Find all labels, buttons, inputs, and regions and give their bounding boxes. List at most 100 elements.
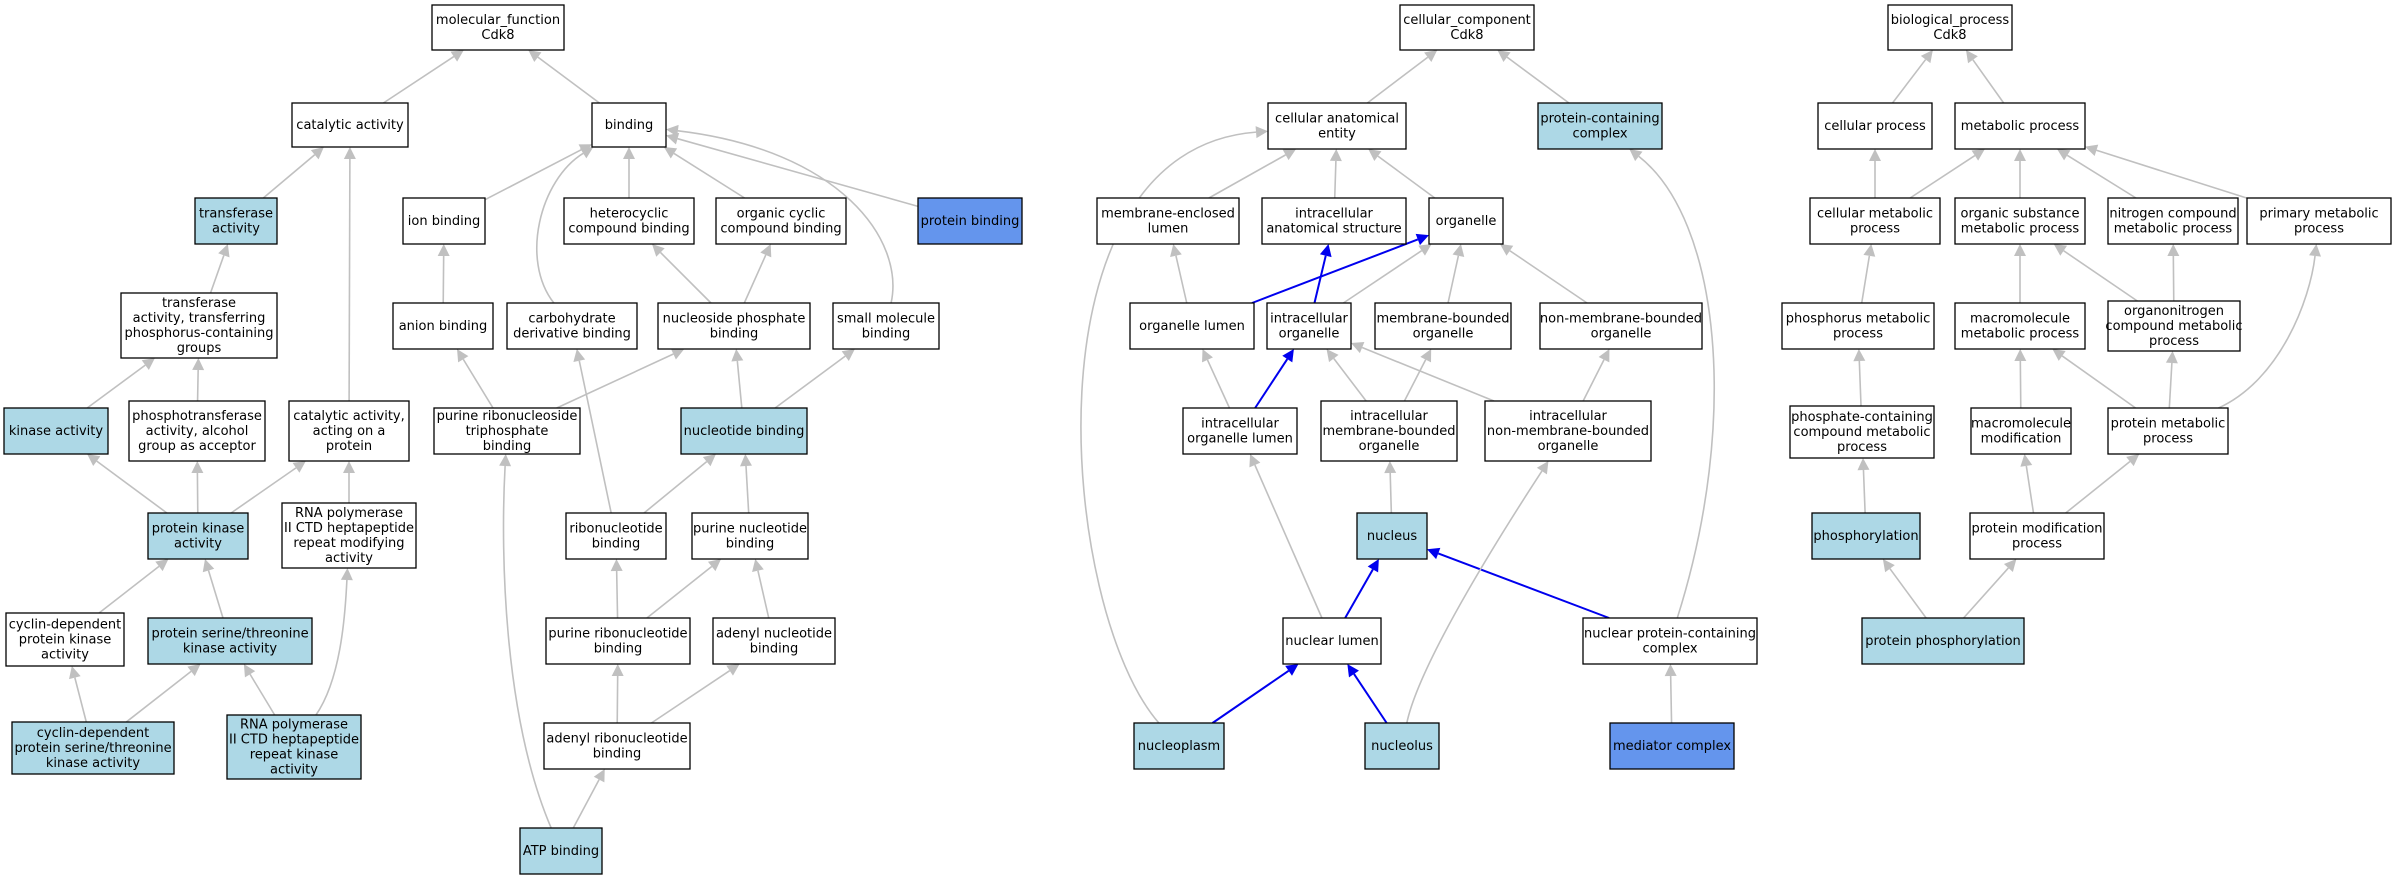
term-organelle_lumen[interactable]: organelle lumen	[1129, 302, 1255, 350]
term-label-line: transferase	[199, 207, 273, 222]
term-label-line: activity	[212, 222, 260, 237]
term-phosphorylation[interactable]: phosphorylation	[1811, 512, 1921, 560]
term-protein_phos[interactable]: protein phosphorylation	[1861, 617, 2025, 665]
term-label-line: purine nucleotide	[693, 522, 807, 537]
term-metabolic[interactable]: metabolic process	[1954, 102, 2086, 150]
edge-adenyl_nucleotide-to-purine_nucleotide	[752, 559, 770, 619]
edge-macromolecule_met-to-org_substance	[2014, 244, 2026, 303]
term-organelle[interactable]: organelle	[1428, 197, 1504, 245]
term-box	[591, 102, 667, 148]
term-nucleotide_binding[interactable]: nucleotide binding	[680, 407, 808, 455]
edge-line	[207, 570, 224, 619]
edge-prot_complex-to-cc_root	[1497, 50, 1570, 104]
arrowhead	[2057, 149, 2071, 161]
term-box	[545, 617, 691, 665]
term-label-line: small molecule	[837, 312, 935, 327]
edge-line	[96, 460, 168, 514]
term-label-line: macromolecule	[1970, 312, 2070, 327]
edge-line	[1342, 250, 1423, 304]
term-mediator[interactable]: mediator complex	[1609, 722, 1735, 770]
arrowhead	[1664, 664, 1677, 677]
arrowhead	[1920, 50, 1933, 64]
arrowhead	[1329, 149, 1342, 162]
edge-intracell_org-to-organelle	[1342, 244, 1432, 304]
term-label-line: Cdk8	[1933, 28, 1966, 43]
arrowhead	[1499, 244, 1514, 256]
edge-line	[1377, 155, 1436, 199]
edge-nuclear_lumen-to-intracell_org_lumen	[1249, 454, 1323, 619]
edge-organelle-to-cell_anat	[1368, 149, 1436, 199]
arrowhead	[1202, 349, 1213, 363]
arrowhead	[731, 349, 744, 362]
term-ion_binding[interactable]: ion binding	[402, 197, 486, 245]
term-label-line: biological_process	[1891, 13, 2010, 28]
term-nucleolus[interactable]: nucleolus	[1364, 722, 1440, 770]
term-nucleoplasm[interactable]: nucleoplasm	[1133, 722, 1225, 770]
term-label-line: phosphorus metabolic	[1786, 312, 1930, 327]
term-box	[917, 197, 1023, 245]
term-label-line: organic substance	[1961, 207, 2080, 222]
arrowhead	[457, 349, 469, 363]
term-binding[interactable]: binding	[591, 102, 667, 148]
term-nucleus[interactable]: nucleus	[1356, 512, 1428, 560]
term-catalytic[interactable]: catalytic activity	[291, 102, 409, 148]
term-intracell_nonmem[interactable]: intracellularnon-membrane-boundedorganel…	[1484, 400, 1652, 462]
edge-line	[1858, 360, 1862, 407]
term-anion_binding[interactable]: anion binding	[392, 302, 494, 350]
arrowhead	[1857, 458, 1870, 471]
term-nuclear_lumen[interactable]: nuclear lumen	[1282, 617, 1382, 665]
term-cell_process[interactable]: cellular process	[1817, 102, 1933, 150]
term-label-line: cyclin-dependent	[9, 618, 121, 633]
term-protein_binding[interactable]: protein binding	[917, 197, 1023, 245]
term-box	[712, 617, 836, 665]
term-kinase[interactable]: kinase activity	[3, 407, 109, 455]
term-atp_binding[interactable]: ATP binding	[519, 827, 603, 875]
term-label-line: binding	[594, 642, 642, 657]
